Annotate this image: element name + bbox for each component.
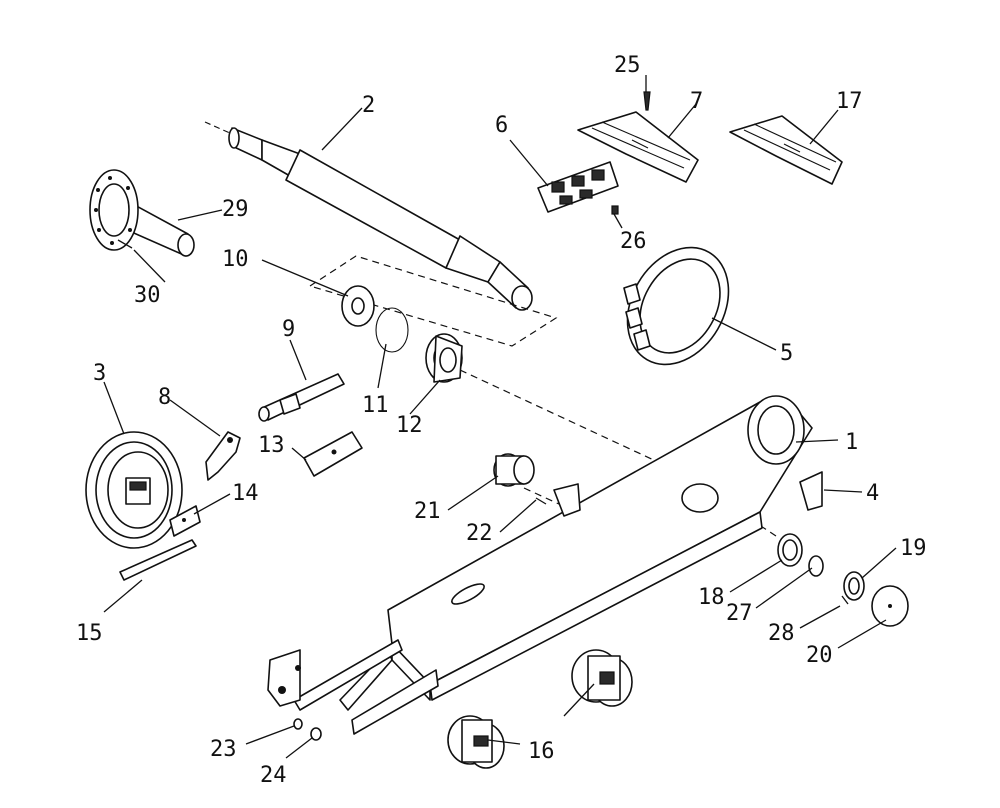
part-12-bearing — [425, 333, 463, 383]
part-17-track-shoe — [729, 115, 843, 185]
callout-4: 4 — [866, 481, 879, 506]
part-14-plate — [169, 505, 201, 537]
callout-11: 11 — [362, 393, 389, 418]
part-24-nut — [310, 727, 322, 741]
callout-20: 20 — [806, 643, 833, 668]
part-28-pin — [841, 595, 849, 605]
part-13-plate — [303, 431, 363, 477]
callout-18: 18 — [698, 585, 725, 610]
part-16-track-roller-2 — [447, 715, 505, 769]
part-4-wedge — [799, 471, 823, 511]
part-18-seal — [777, 533, 803, 567]
part-23-bolt — [293, 718, 303, 730]
part-3-idler-wheel — [85, 431, 183, 549]
callout-6: 6 — [495, 113, 508, 138]
part-27-ring — [808, 555, 824, 577]
callout-13: 13 — [258, 433, 285, 458]
part-25-bolt — [643, 91, 651, 111]
part-30-small-pin — [117, 239, 133, 249]
callout-7: 7 — [690, 89, 703, 114]
part-16-track-roller — [571, 649, 633, 707]
part-6-track-link — [537, 161, 619, 213]
part-9-pin — [258, 373, 345, 422]
part-5-sprocket-ring — [623, 246, 730, 366]
part-22-pin — [535, 497, 547, 505]
callout-12: 12 — [396, 413, 423, 438]
part-20-disc — [871, 585, 909, 627]
part-15-strip — [119, 539, 197, 581]
callout-25: 25 — [614, 53, 641, 78]
callout-30: 30 — [134, 283, 161, 308]
callout-3: 3 — [93, 361, 106, 386]
part-2-shaft — [204, 121, 533, 311]
part-1-track-frame — [267, 395, 813, 735]
callout-1: 1 — [845, 430, 858, 455]
callout-2: 2 — [362, 93, 375, 118]
callout-22: 22 — [466, 521, 493, 546]
callout-17: 17 — [836, 89, 863, 114]
callout-23: 23 — [210, 737, 237, 762]
part-29-flanged-axle — [89, 169, 195, 257]
part-10-washer — [341, 285, 375, 327]
callout-24: 24 — [260, 763, 287, 788]
callout-labels: 1 2 3 4 5 6 7 8 9 10 11 12 13 14 15 16 1… — [76, 53, 927, 788]
part-19-cover — [843, 571, 865, 601]
callout-15: 15 — [76, 621, 103, 646]
carrier-bracket — [553, 483, 581, 517]
callout-9: 9 — [282, 317, 295, 342]
callout-27: 27 — [726, 601, 753, 626]
callout-26: 26 — [620, 229, 647, 254]
part-7-track-shoe — [577, 111, 699, 183]
part-26-nut — [611, 205, 619, 215]
leader-lines — [103, 75, 897, 759]
callout-16: 16 — [528, 739, 555, 764]
callout-10: 10 — [222, 247, 249, 272]
callout-28: 28 — [768, 621, 795, 646]
callout-19: 19 — [900, 536, 927, 561]
part-8-bracket — [205, 431, 241, 481]
callout-14: 14 — [232, 481, 259, 506]
callout-21: 21 — [414, 499, 441, 524]
part-21-carrier-roller — [493, 453, 535, 487]
part-11-o-ring — [375, 307, 409, 353]
callout-5: 5 — [780, 341, 793, 366]
callout-29: 29 — [222, 197, 249, 222]
callout-8: 8 — [158, 385, 171, 410]
